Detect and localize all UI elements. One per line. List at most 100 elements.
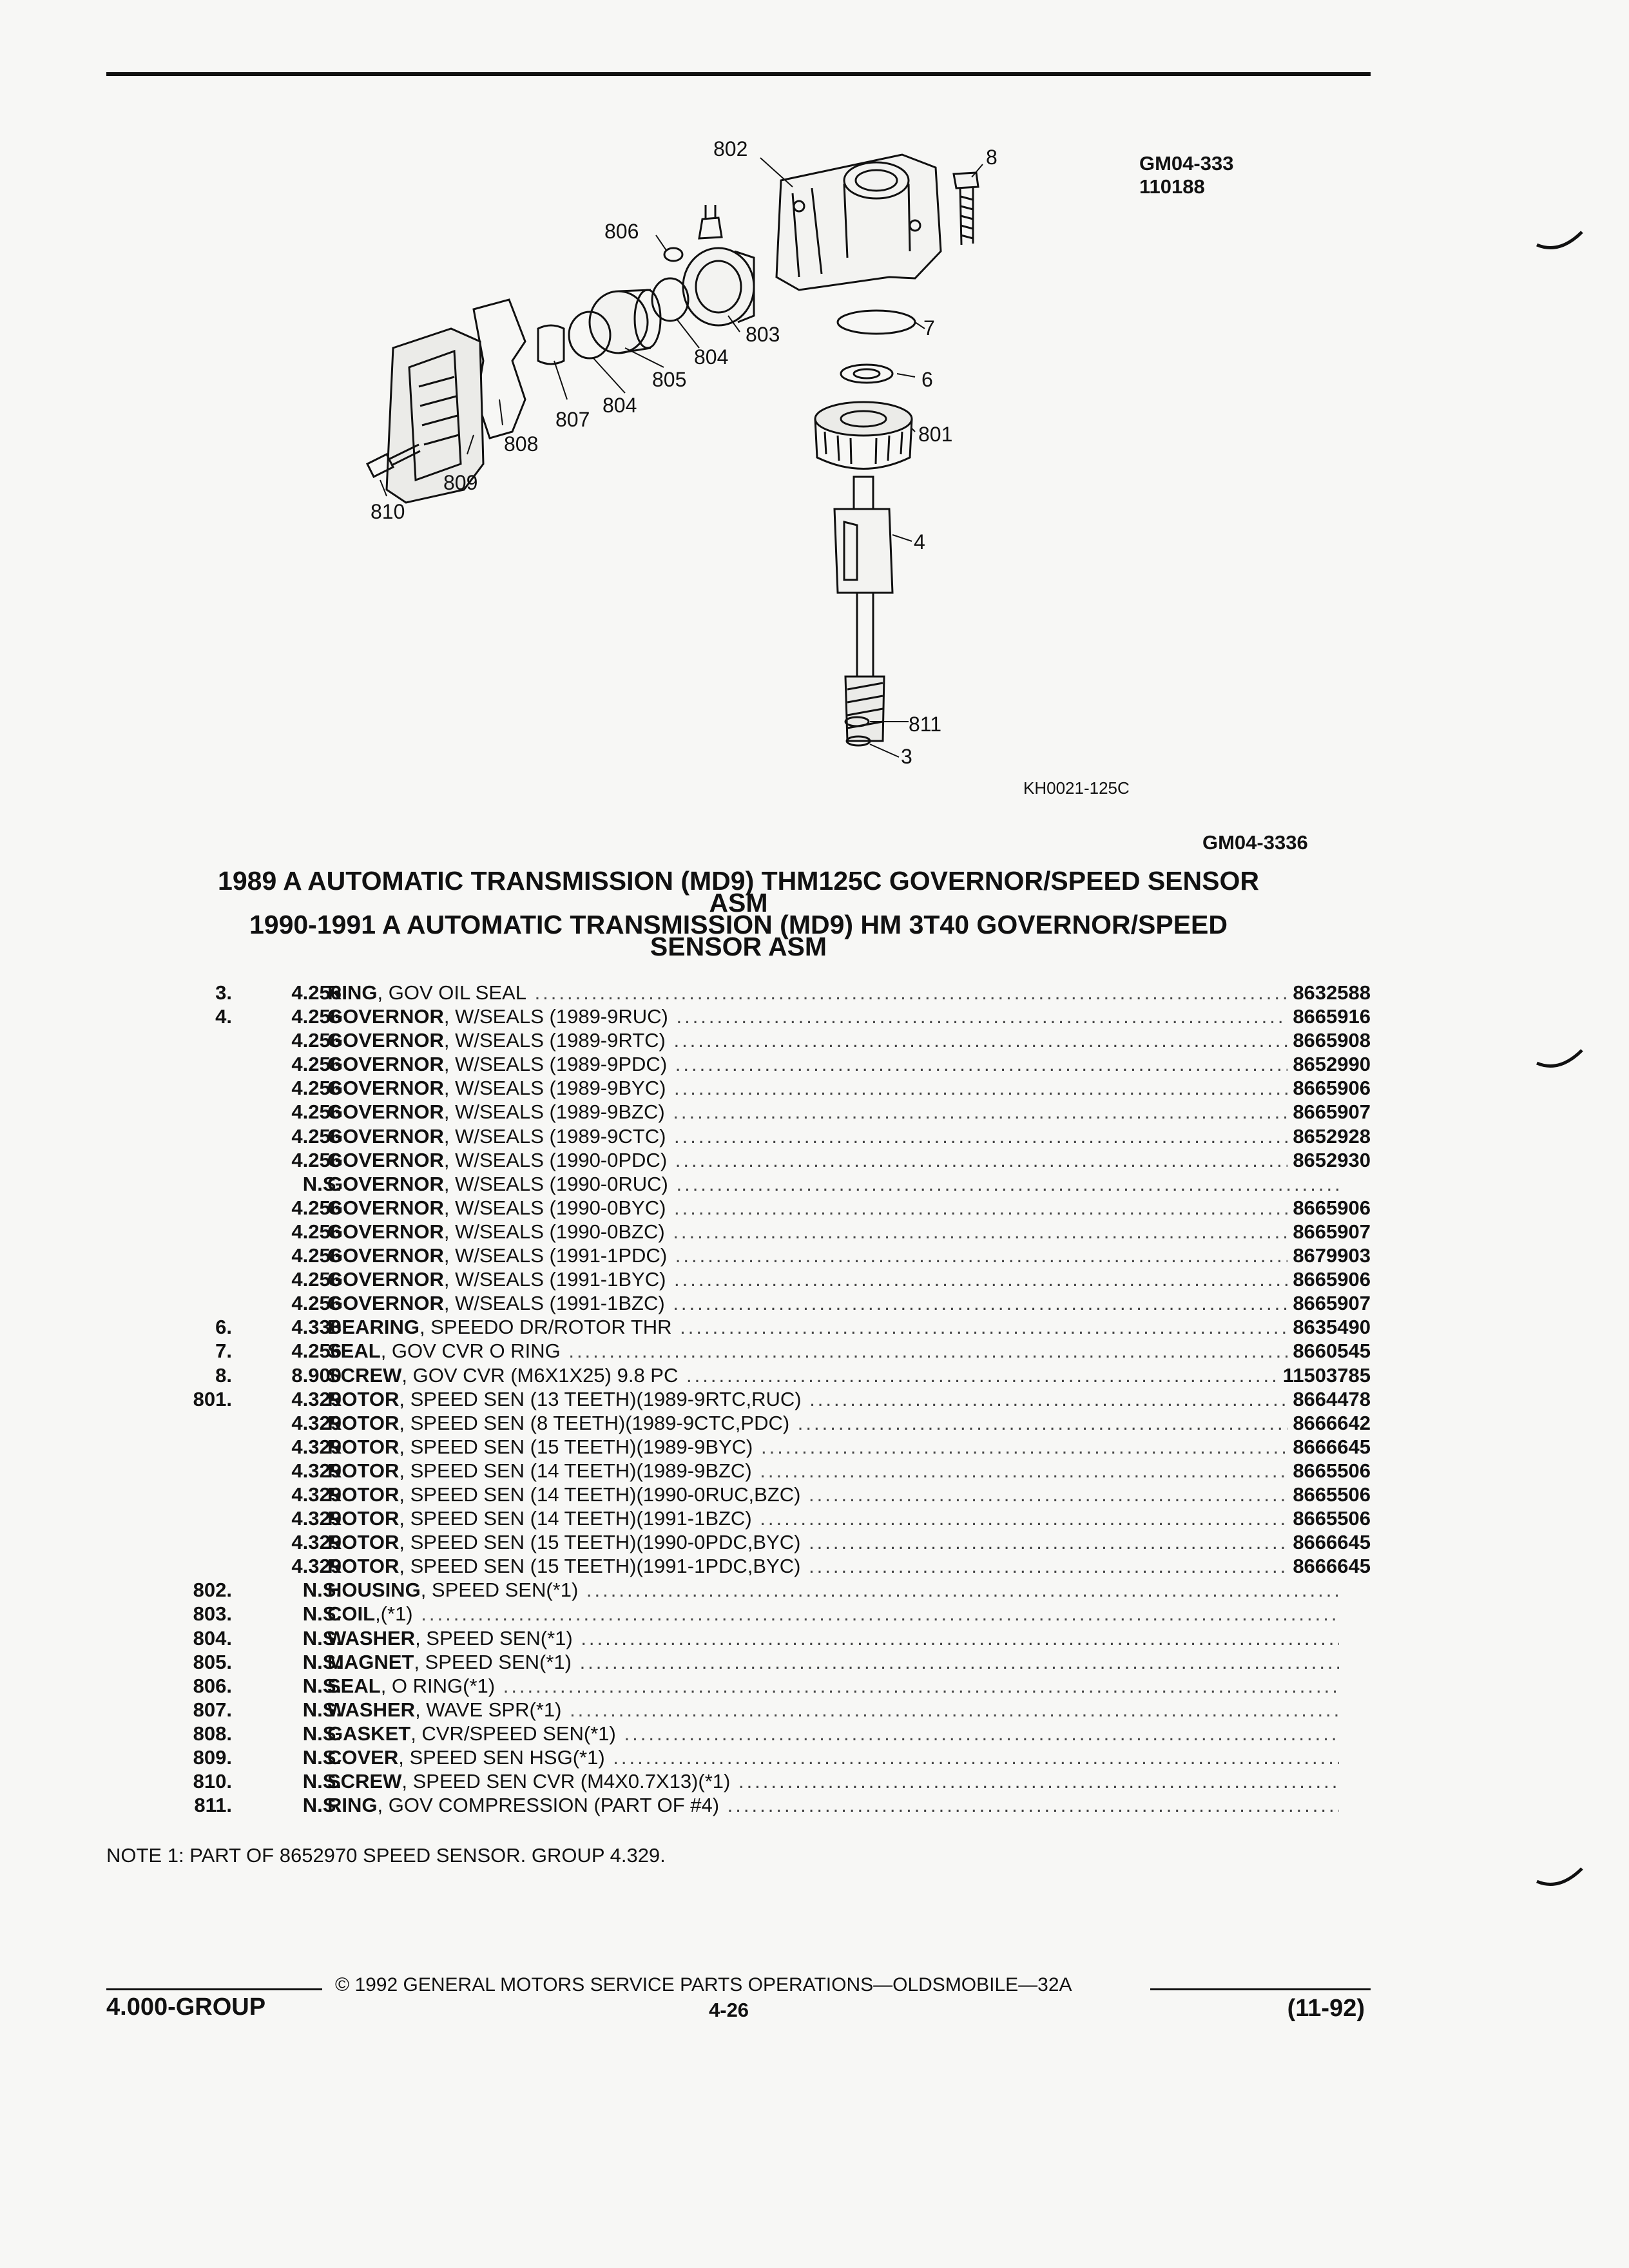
part-desc: , O RING(*1) xyxy=(380,1674,496,1697)
part-description: ROTOR, SPEED SEN (13 TEETH)(1989-9RTC,RU… xyxy=(327,1387,1339,1411)
title-2-line-2: SENSOR ASM xyxy=(650,932,827,961)
leader-dots: ........................................… xyxy=(809,1531,1339,1554)
part-number: 8664478 xyxy=(1287,1387,1371,1411)
leader-dots: ........................................… xyxy=(421,1602,1339,1626)
part-name: GOVERNOR xyxy=(327,1292,444,1315)
part-number: 8632588 xyxy=(1287,981,1371,1004)
part-group: 4.329 xyxy=(291,1411,342,1434)
title-2-line-1: 1990-1991 A AUTOMATIC TRANSMISSION (MD9)… xyxy=(249,910,1228,939)
part-name: HOUSING xyxy=(327,1579,421,1602)
part-desc: , W/SEALS (1989-9RTC) xyxy=(443,1029,666,1052)
part-description: GOVERNOR, W/SEALS (1990-0RUC) ..........… xyxy=(327,1172,1339,1196)
part-number: 8666645 xyxy=(1287,1434,1371,1459)
part-name: GOVERNOR xyxy=(327,1268,444,1291)
part-group: 4.330 xyxy=(291,1316,342,1339)
part-ref: 811. xyxy=(194,1794,232,1817)
binder-mark-top xyxy=(1536,231,1583,249)
footer-group: 4.000-GROUP xyxy=(106,1994,266,2021)
leader-dots: ........................................… xyxy=(534,981,1339,1004)
part-ref: 7. xyxy=(215,1340,232,1363)
part-name: COIL xyxy=(327,1602,376,1626)
part-name: SEAL xyxy=(327,1340,381,1363)
part-name: GOVERNOR xyxy=(327,1196,444,1219)
part-description: GOVERNOR, W/SEALS (1991-1BYC) ..........… xyxy=(327,1267,1339,1291)
part-group: 4.256 xyxy=(291,1148,342,1171)
part-name: ROTOR xyxy=(327,1507,400,1530)
leader-dots: ........................................… xyxy=(581,1626,1339,1649)
part-number: 8665908 xyxy=(1287,1028,1371,1053)
table-row: 806.N.S.SEAL, O RING(*1) ...............… xyxy=(116,1674,1371,1698)
leader-dots: ........................................… xyxy=(727,1794,1339,1817)
part-description: SCREW, SPEED SEN CVR (M4X0.7X13)(*1) ...… xyxy=(327,1769,1339,1793)
part-group: 4.329 xyxy=(291,1531,342,1554)
callout-808: 808 xyxy=(504,432,538,456)
part-desc: , SPEED SEN (14 TEETH)(1991-1BZC) xyxy=(399,1507,752,1530)
leader-dots: ........................................… xyxy=(760,1507,1339,1530)
rotor-801-shape xyxy=(814,401,913,470)
part-number: 8652928 xyxy=(1287,1124,1371,1148)
part-description: GOVERNOR, W/SEALS (1989-9PDC) ..........… xyxy=(327,1052,1339,1076)
part-ref: 8. xyxy=(215,1363,232,1387)
part-group: N.S. xyxy=(302,1626,342,1649)
part-name: ROTOR xyxy=(327,1555,400,1578)
part-ref: 810. xyxy=(193,1770,232,1793)
part-group: 4.256 xyxy=(291,1100,342,1124)
leader-dots: ........................................… xyxy=(568,1340,1339,1363)
part-number: 8666642 xyxy=(1287,1410,1371,1435)
part-number: 8652930 xyxy=(1287,1148,1371,1172)
leader-dots: ........................................… xyxy=(675,1053,1339,1076)
leader-dots: ........................................… xyxy=(674,1124,1339,1148)
part-desc: , SPEED SEN(*1) xyxy=(414,1650,572,1673)
part-number: 8666645 xyxy=(1287,1554,1371,1579)
part-description: COVER, SPEED SEN HSG(*1) ...............… xyxy=(327,1745,1339,1769)
cover-809-shape xyxy=(385,327,485,504)
callout-811: 811 xyxy=(909,713,941,736)
leader-dots: ........................................… xyxy=(675,1244,1339,1267)
part-description: COIL,(*1) ..............................… xyxy=(327,1602,1339,1626)
coil-803-shape xyxy=(682,247,755,327)
part-description: ROTOR, SPEED SEN (15 TEETH)(1991-1PDC,BY… xyxy=(327,1554,1339,1578)
leader-dots: ........................................… xyxy=(676,1172,1339,1195)
leader-dots: ........................................… xyxy=(613,1746,1339,1769)
part-number: 8665906 xyxy=(1287,1076,1371,1100)
leader-dots: ........................................… xyxy=(586,1579,1339,1602)
leader-dots: ........................................… xyxy=(673,1100,1339,1124)
part-name: SCREW xyxy=(327,1363,402,1387)
part-description: GOVERNOR, W/SEALS (1990-0BZC) ..........… xyxy=(327,1220,1339,1244)
part-ref: 802. xyxy=(193,1579,232,1602)
callout-8: 8 xyxy=(986,146,998,169)
washer-804-upper-shape xyxy=(651,277,689,322)
part-description: GOVERNOR, W/SEALS (1991-1PDC) ..........… xyxy=(327,1244,1339,1267)
part-group: N.S. xyxy=(302,1579,342,1602)
part-description: ROTOR, SPEED SEN (15 TEETH)(1990-0PDC,BY… xyxy=(327,1530,1339,1554)
part-name: WASHER xyxy=(327,1698,416,1721)
table-row: 807.N.S.WASHER, WAVE SPR(*1) ...........… xyxy=(116,1698,1371,1722)
part-desc: , GOV COMPRESSION (PART OF #4) xyxy=(377,1794,720,1817)
part-group: 8.900 xyxy=(291,1363,342,1387)
header-ref-codes: GM04-333 110188 xyxy=(1139,152,1233,198)
part-ref: 807. xyxy=(193,1698,232,1721)
part-description: HOUSING, SPEED SEN(*1) .................… xyxy=(327,1578,1339,1602)
callout-804-upper: 804 xyxy=(694,345,728,369)
part-number: 8665506 xyxy=(1287,1458,1371,1483)
part-description: GASKET, CVR/SPEED SEN(*1) ..............… xyxy=(327,1722,1339,1745)
part-group: 4.256 xyxy=(291,1268,342,1291)
part-number: 8665506 xyxy=(1287,1482,1371,1506)
leader-dots: ........................................… xyxy=(503,1674,1339,1697)
part-desc: , SPEED SEN HSG(*1) xyxy=(398,1746,605,1769)
part-group: N.S. xyxy=(302,1674,342,1697)
callout-809: 809 xyxy=(443,471,477,494)
leader-dots: ........................................… xyxy=(674,1077,1339,1100)
part-name: MAGNET xyxy=(327,1650,414,1673)
part-group: N.S. xyxy=(302,1722,342,1745)
